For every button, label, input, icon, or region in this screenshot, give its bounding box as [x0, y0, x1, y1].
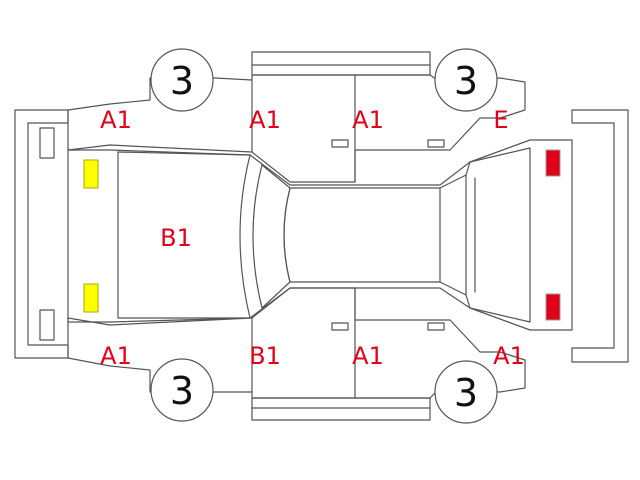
code-top-rear-quarter: E: [493, 106, 508, 134]
tire-front-left-label: 3: [170, 59, 194, 103]
tire-rear-right-label: 3: [454, 371, 478, 415]
code-top-rear-door: A1: [352, 106, 384, 134]
tire-front-right-label: 3: [454, 59, 478, 103]
headlight-left: [83, 159, 99, 189]
tire-rear-left-label: 3: [170, 369, 194, 413]
code-hood: B1: [160, 224, 192, 252]
code-bottom-rear-quarter: A1: [493, 342, 525, 370]
car-top-body: [67, 139, 573, 331]
tire-rear-right: 3: [434, 360, 498, 424]
rear-bumper: [571, 109, 629, 363]
taillight-left: [545, 149, 561, 177]
front-bumper: [14, 109, 69, 359]
code-top-front-door: A1: [249, 106, 281, 134]
taillight-right: [545, 293, 561, 321]
code-bottom-front-door: B1: [249, 342, 281, 370]
tire-front-right: 3: [434, 48, 498, 112]
headlight-right: [83, 283, 99, 313]
tire-front-left: 3: [150, 48, 214, 112]
code-bottom-rear-door: A1: [352, 342, 384, 370]
code-bottom-front-fender: A1: [100, 342, 132, 370]
tire-rear-left: 3: [150, 358, 214, 422]
top-side-strip: [251, 51, 431, 76]
headlights: [83, 159, 99, 313]
code-top-front-fender: A1: [100, 106, 132, 134]
bottom-side-strip: [251, 397, 431, 421]
taillights: [545, 149, 561, 321]
